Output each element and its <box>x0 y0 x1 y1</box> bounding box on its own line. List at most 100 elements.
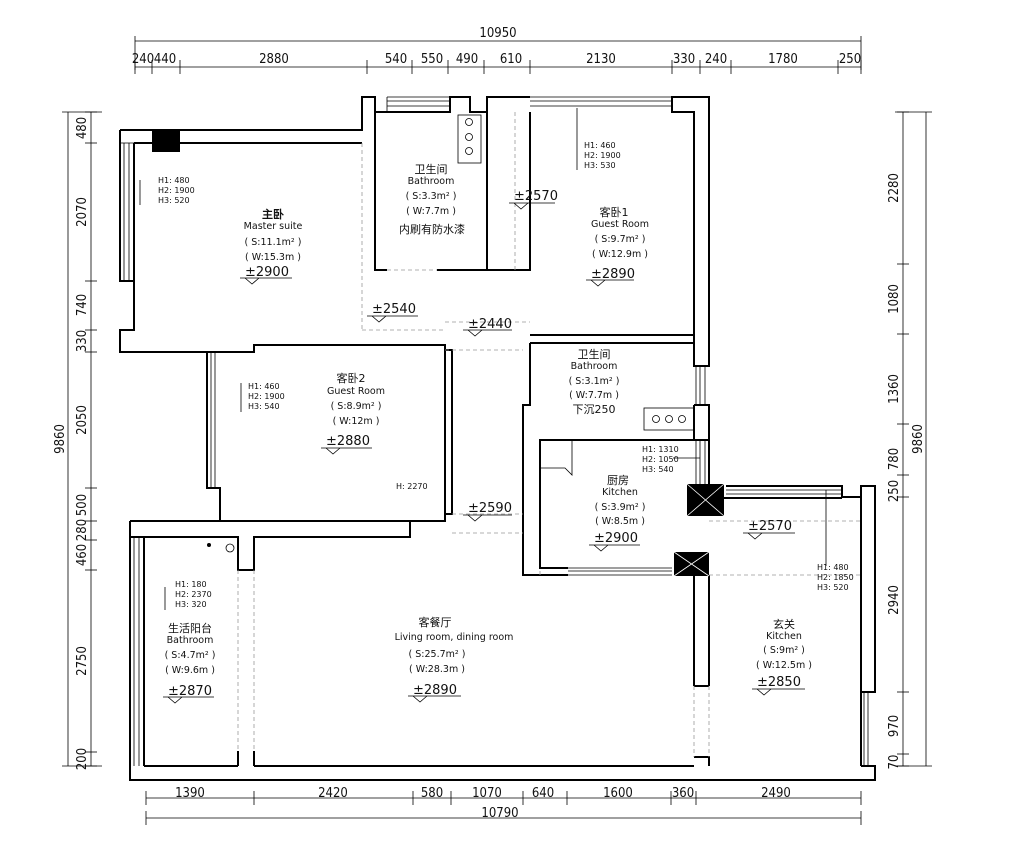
room-bathroom-2: 卫生间 Bathroom ( S:3.1m² ) ( W:7.7m ) 下沉25… <box>569 347 620 416</box>
left-total-label: 9860 <box>53 424 68 454</box>
right-dimension-chain: 2280 1080 1360 780 250 2940 970 70 <box>887 111 909 770</box>
kitchen-perim: ( W:8.5m ) <box>595 516 645 527</box>
drain-icon <box>225 543 235 553</box>
fixtures <box>207 114 695 553</box>
bath2-en: Bathroom <box>571 361 618 372</box>
balcony-h1: H1: 180 <box>175 580 207 589</box>
left-total-dimension: 9860 <box>53 111 102 767</box>
master-perim: ( W:15.3m ) <box>245 252 301 263</box>
guest2-area: ( S:8.9m² ) <box>331 401 382 412</box>
left-dim-2: 740 <box>75 294 90 316</box>
kitchen-h1: H1: 1310 <box>642 445 679 454</box>
top-dim-0: 240 <box>132 52 154 67</box>
balcony-perim: ( W:9.6m ) <box>165 665 215 676</box>
right-dim-7: 70 <box>887 755 902 770</box>
bottom-dim-0: 1390 <box>175 786 205 801</box>
right-dim-1: 1080 <box>887 284 902 314</box>
stove-bath1 <box>457 114 482 164</box>
corridor-level-a: ±2540 <box>372 302 416 317</box>
left-dim-6: 280 <box>75 519 90 541</box>
balcony-en: Bathroom <box>167 635 214 646</box>
entry-cn: 玄关 <box>773 617 795 631</box>
right-dim-0: 2280 <box>887 173 902 203</box>
guest2-level: ±2880 <box>326 434 370 449</box>
left-dim-8: 2750 <box>75 646 90 676</box>
master-cn: 主卧 <box>262 207 284 221</box>
master-en: Master suite <box>244 221 303 232</box>
entry-h1: H1: 480 <box>817 563 849 572</box>
entry-h2: H2: 1850 <box>817 573 854 582</box>
top-total-label: 10950 <box>479 26 516 41</box>
room-entry: ±2570 H1: 480 H2: 1850 H3: 520 玄关 Kitche… <box>743 490 854 696</box>
guest1-level: ±2890 <box>591 267 635 282</box>
living-en: Living room, dining room <box>395 632 514 643</box>
guest1-en: Guest Room <box>591 219 649 230</box>
right-total-dimension: 9860 <box>895 111 932 767</box>
corridor-level-c: ±2590 <box>468 501 512 516</box>
left-dim-5: 500 <box>75 494 90 516</box>
top-dim-8: 330 <box>673 52 695 67</box>
left-dim-9: 200 <box>75 748 90 770</box>
bottom-dimension-chain: 1390 2420 580 1070 640 1600 360 2490 <box>145 786 862 805</box>
kitchen-h3: H3: 540 <box>642 465 674 474</box>
bottom-dim-4: 640 <box>532 786 554 801</box>
bath2-cn: 卫生间 <box>578 347 611 361</box>
top-dim-7: 2130 <box>586 52 616 67</box>
bottom-dim-1: 2420 <box>318 786 348 801</box>
top-dim-11: 250 <box>839 52 861 67</box>
bath2-area: ( S:3.1m² ) <box>569 376 620 387</box>
left-dim-3: 330 <box>75 330 90 352</box>
bath1-note: 内刷有防水漆 <box>399 222 465 236</box>
guest2-cn: 客卧2 <box>337 371 366 385</box>
bottom-dim-7: 2490 <box>761 786 791 801</box>
right-dim-5: 2940 <box>887 585 902 615</box>
right-total-label: 9860 <box>911 424 926 454</box>
guest2-h1: H1: 460 <box>248 382 280 391</box>
drain-dot <box>207 543 211 547</box>
room-kitchen: H1: 1310 H2: 1050 H3: 540 厨房 Kitchen ( S… <box>589 445 700 552</box>
guest2-perim: ( W:12m ) <box>333 416 380 427</box>
bottom-dim-6: 360 <box>672 786 694 801</box>
kitchen-level: ±2900 <box>594 531 638 546</box>
top-dimension-chain: 240 440 2880 540 550 490 610 2130 330 24… <box>132 52 862 74</box>
balcony-level: ±2870 <box>168 684 212 699</box>
living-area: ( S:25.7m² ) <box>409 649 466 660</box>
room-master-suite: H1: 480 H2: 1900 H3: 520 主卧 Master suite… <box>139 176 303 285</box>
master-area: ( S:11.1m² ) <box>245 237 302 248</box>
entry-top-level: ±2570 <box>748 519 792 534</box>
master-level: ±2900 <box>245 265 289 280</box>
entry-area: ( S:9m² ) <box>763 645 805 656</box>
top-dim-9: 240 <box>705 52 727 67</box>
master-h1: H1: 480 <box>158 176 190 185</box>
bath2-perim: ( W:7.7m ) <box>569 390 619 401</box>
left-dim-1: 2070 <box>75 197 90 227</box>
bottom-dim-3: 1070 <box>472 786 502 801</box>
top-dim-3: 540 <box>385 52 407 67</box>
balcony-area: ( S:4.7m² ) <box>165 650 216 661</box>
top-dim-4: 550 <box>421 52 443 67</box>
right-dim-3: 780 <box>887 448 902 470</box>
column-master <box>152 130 180 152</box>
door-openings <box>237 112 861 757</box>
bath1-en: Bathroom <box>408 176 455 187</box>
top-dim-1: 440 <box>154 52 176 67</box>
structural-columns <box>152 130 725 577</box>
corridor-levels: ±2540 ±2440 ±2590 <box>367 302 512 522</box>
stove-bath2 <box>643 407 695 431</box>
top-dim-5: 490 <box>456 52 478 67</box>
room-guest-1: H1: 460 H2: 1900 H3: 530 客卧1 Guest Room … <box>576 108 649 287</box>
top-total-dimension: 10950 <box>134 26 862 70</box>
guest2-en: Guest Room <box>327 386 385 397</box>
guest1-h2: H2: 1900 <box>584 151 621 160</box>
windows <box>120 96 875 766</box>
master-h3: H3: 520 <box>158 196 190 205</box>
right-dim-2: 1360 <box>887 374 902 404</box>
right-dim-4: 250 <box>887 480 902 502</box>
kitchen-counter <box>540 440 573 476</box>
corridor-level-b: ±2440 <box>468 317 512 332</box>
kitchen-area: ( S:3.9m² ) <box>595 502 646 513</box>
guest1-perim: ( W:12.9m ) <box>592 249 648 260</box>
kitchen-h2: H2: 1050 <box>642 455 679 464</box>
top-dim-6: 610 <box>500 52 522 67</box>
